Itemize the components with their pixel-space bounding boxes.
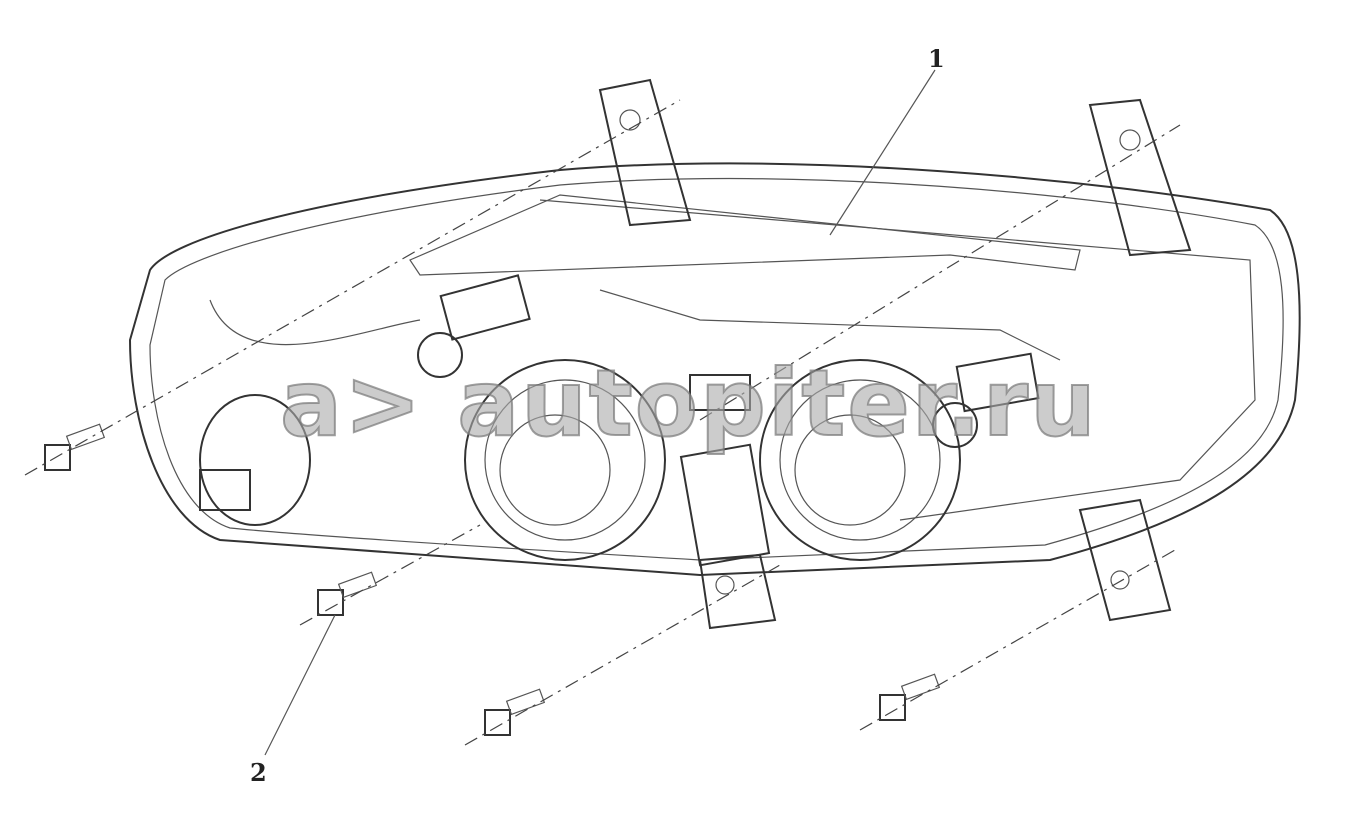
callout-1: 1 bbox=[928, 44, 945, 73]
mounting-tab bbox=[1088, 98, 1192, 257]
leader-line-2 bbox=[264, 614, 336, 756]
bolt bbox=[44, 423, 106, 471]
lamp-unit-right bbox=[759, 359, 961, 561]
watermark: a> autopiter.ru bbox=[279, 349, 1098, 458]
bolt bbox=[484, 688, 546, 736]
bolt bbox=[879, 673, 941, 721]
bolt bbox=[317, 571, 378, 616]
headlamp-housing bbox=[128, 162, 1301, 577]
leader-line-1 bbox=[829, 69, 936, 236]
mounting-tab bbox=[698, 553, 777, 630]
mounting-tab bbox=[1078, 498, 1172, 622]
callout-2: 2 bbox=[250, 758, 267, 787]
mounting-tab bbox=[598, 78, 692, 227]
lamp-unit-left bbox=[464, 359, 666, 561]
